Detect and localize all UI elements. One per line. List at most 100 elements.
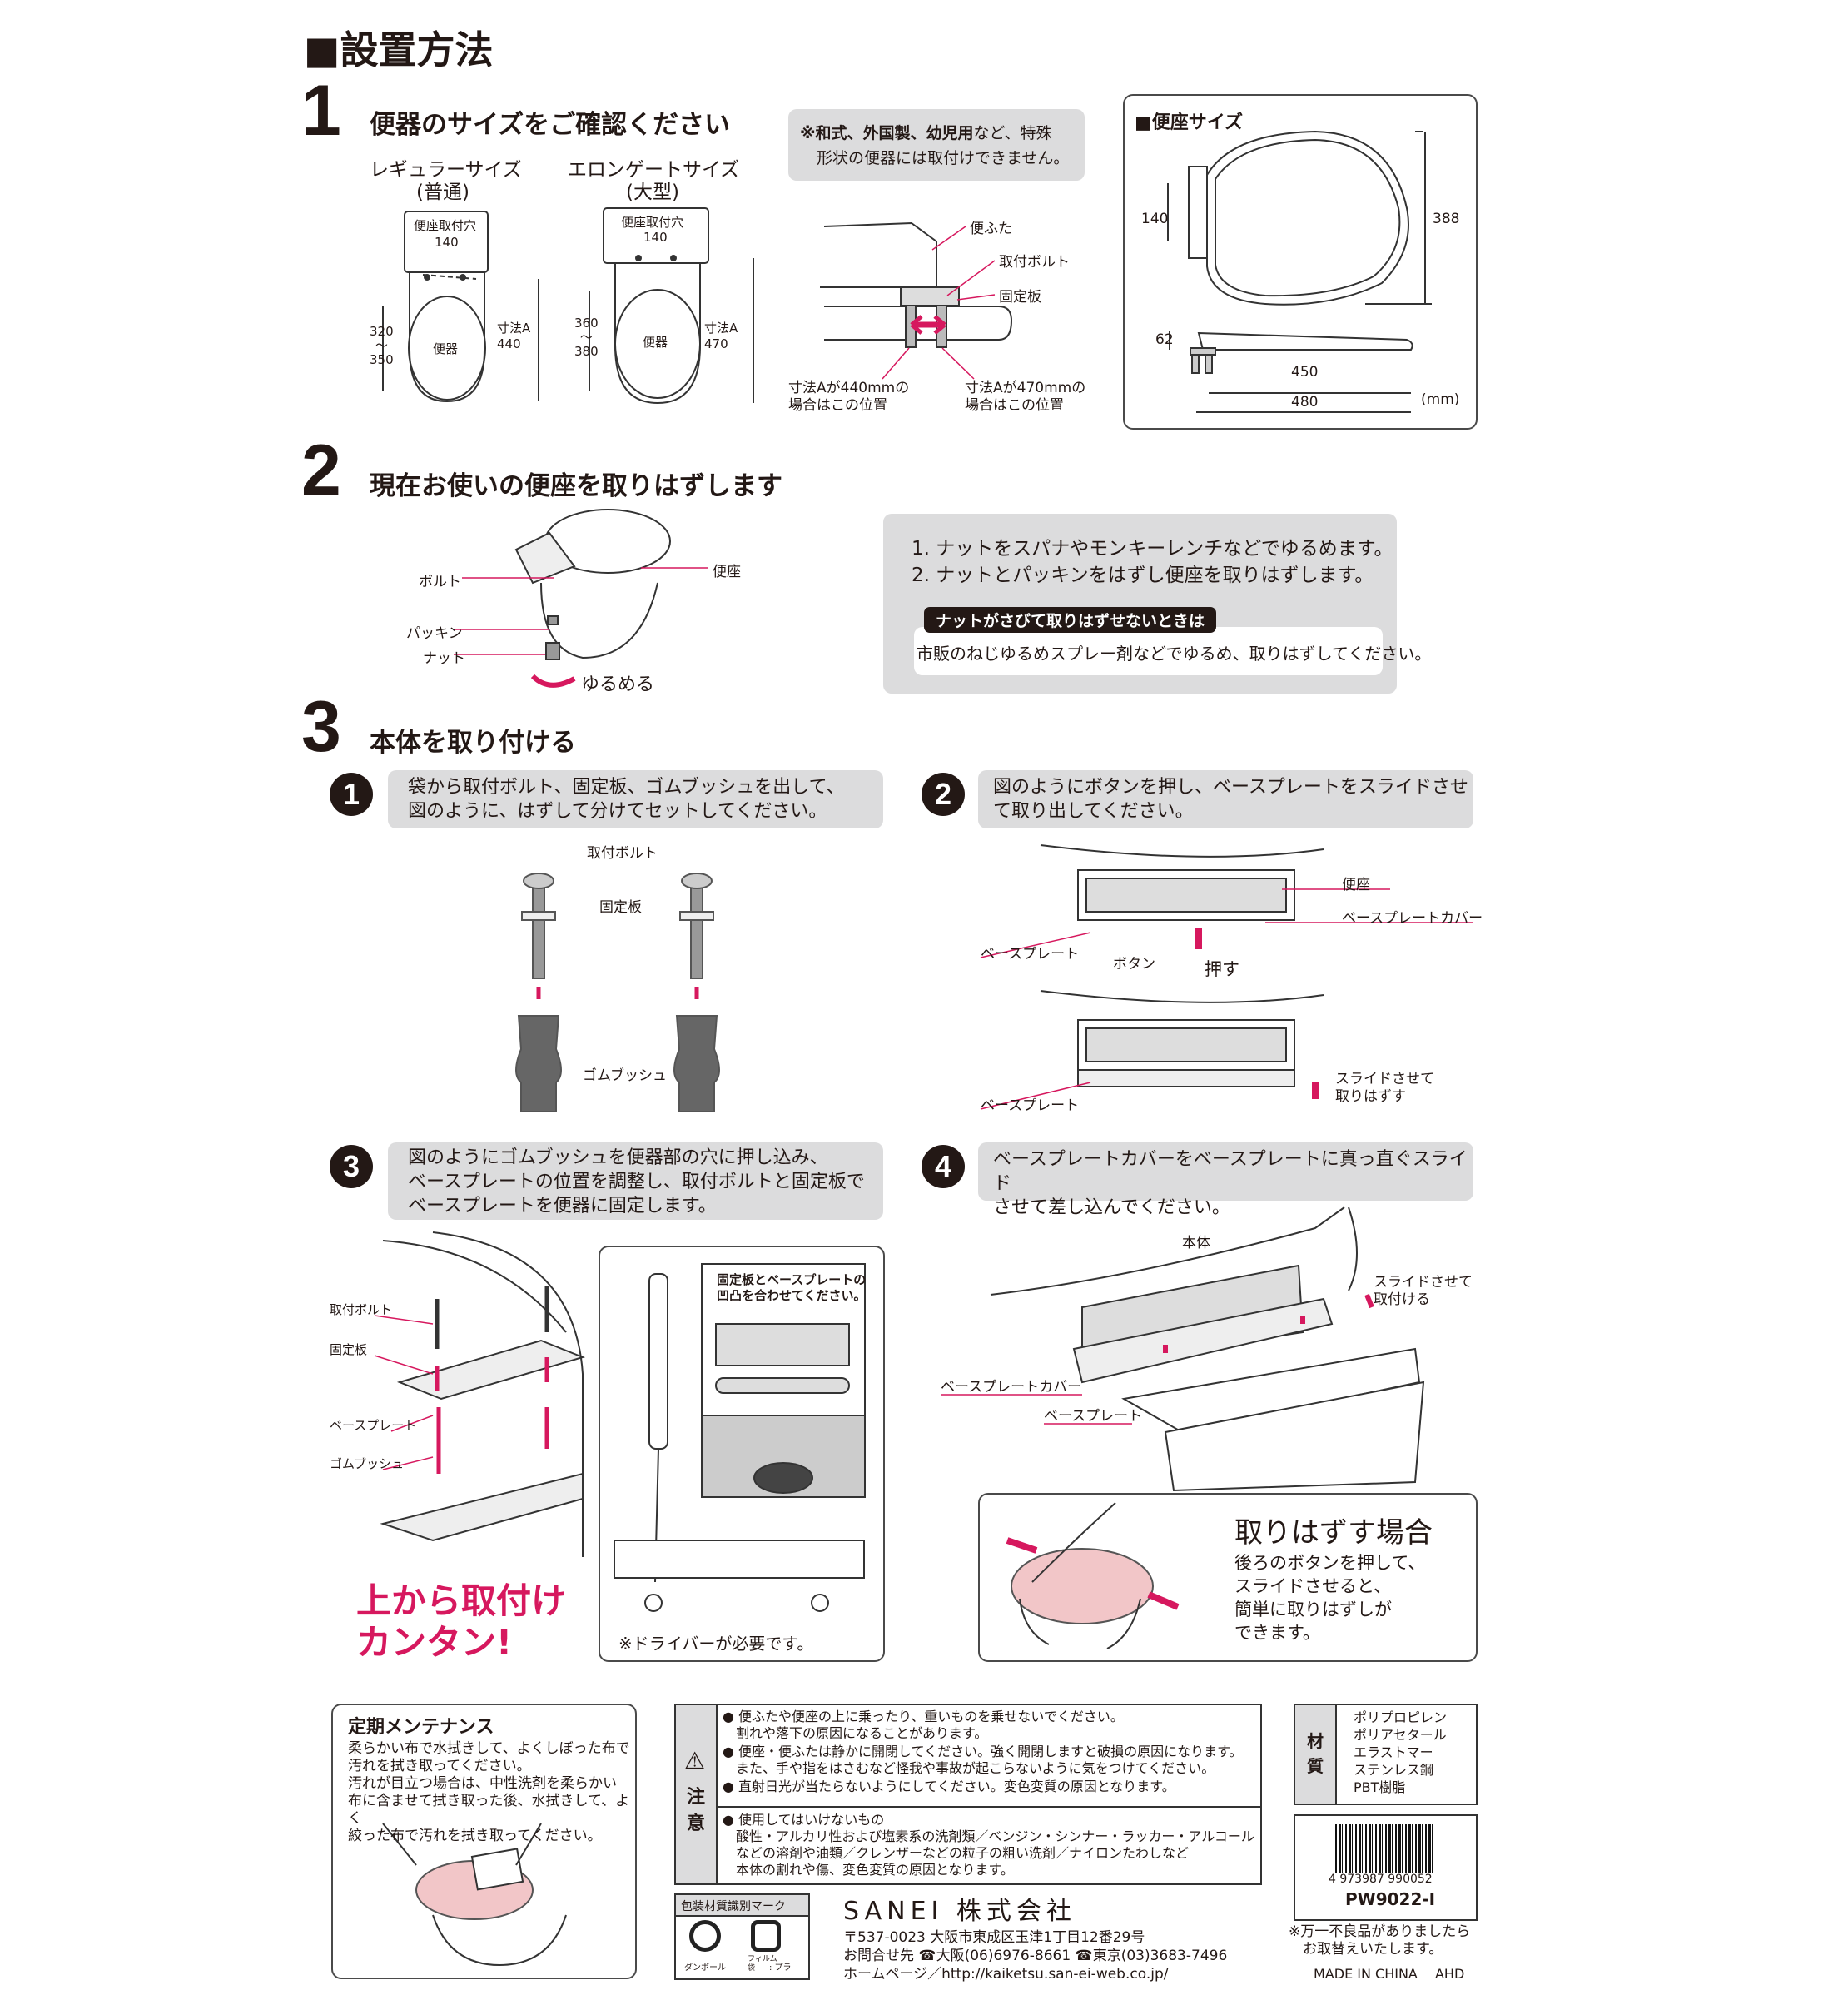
packing-label: パッキン bbox=[406, 625, 463, 642]
step-number: 2 bbox=[301, 430, 341, 510]
bolt-label: 取付ボルト bbox=[330, 1302, 393, 1317]
detach-title: 取りはずす場合 bbox=[1234, 1516, 1433, 1550]
bush-label: ゴムブッシュ bbox=[330, 1456, 405, 1471]
screwdriver-diagram bbox=[614, 1263, 866, 1612]
lid-label: 便ふた bbox=[970, 221, 1012, 237]
company-contact: お問合せ先 ☎大阪(06)6976-8661 ☎東京(03)3683-7496 bbox=[843, 1948, 1228, 1964]
seat-length: 388 bbox=[1433, 211, 1460, 227]
caution-sidebar: ⚠ 注 意 bbox=[676, 1705, 718, 1883]
plastic-label: : プラ bbox=[769, 1963, 792, 1973]
cover-attach-diagram bbox=[941, 1206, 1425, 1492]
seat-size-panel: ■便座サイズ 140 388 62 450 480 (mm) bbox=[1123, 94, 1478, 430]
bolt-label: ボルト bbox=[419, 574, 461, 590]
tip-panel bbox=[914, 627, 1383, 675]
base-plate-label: ベースプレート bbox=[981, 1097, 1080, 1114]
hole-pitch: 140 bbox=[435, 235, 459, 250]
screwdriver-panel: 固定板とベースプレートの 凹凸を合わせてください。 ※ドライバーが必要です。 bbox=[599, 1246, 885, 1662]
instruction-2: 2. ナットとパッキンをはずし便座を取りはずします。 bbox=[912, 565, 1374, 586]
elongated-size-label: エロンゲートサイズ bbox=[568, 159, 740, 181]
step-heading: 現在お使いの便座を取りはずします bbox=[370, 471, 782, 501]
maintenance-text: 柔らかい布で水拭きして、よくしぼった布で 汚れを拭き取ってください。 汚れが目立… bbox=[348, 1740, 630, 1844]
seat-size-title: ■便座サイズ bbox=[1135, 112, 1244, 133]
plastic-recycle-icon bbox=[751, 1920, 781, 1952]
packaging-title: 包装材質識別マーク bbox=[681, 1900, 786, 1913]
bush-label: ゴムブッシュ bbox=[583, 1067, 667, 1084]
note-line2: 形状の便器には取付けできません。 bbox=[817, 149, 1070, 167]
substep-number: 3 bbox=[330, 1145, 373, 1188]
substep-panel: 図のようにゴムブッシュを便器部の穴に押し込み、 ベースプレートの位置を調整し、取… bbox=[388, 1142, 883, 1220]
align-note: 固定板とベースプレートの 凹凸を合わせてください。 bbox=[717, 1272, 867, 1303]
button-label: ボタン bbox=[1113, 956, 1155, 973]
packaging-mark-panel: 包装材質識別マーク ダンボール フィルム 袋 : プラ bbox=[674, 1893, 810, 1980]
dimension-a: 寸法A 440 bbox=[497, 321, 531, 351]
materials-panel: 材 質 ポリプロピレン ポリアセタール エラストマー ステンレス鋼 PBT樹脂 bbox=[1294, 1704, 1478, 1805]
substep-text: 図のようにゴムブッシュを便器部の穴に押し込み、 ベースプレートの位置を調整し、取… bbox=[408, 1147, 865, 1216]
seat-label: 便座 bbox=[713, 564, 741, 580]
hole-pitch: 140 bbox=[643, 230, 668, 245]
maintenance-title: 定期メンテナンス bbox=[348, 1717, 494, 1738]
note-bold: ※和式、外国製、幼児用 bbox=[800, 124, 974, 142]
base-plate-fixing-diagram bbox=[374, 1231, 586, 1557]
detach-text: 後ろのボタンを押して、 スライドさせると、 簡単に取りはずしが できます。 bbox=[1234, 1553, 1426, 1643]
base-plate-label: ベースプレート bbox=[330, 1418, 417, 1433]
unit-label: (mm) bbox=[1421, 391, 1460, 408]
material-item: エラストマー bbox=[1354, 1744, 1433, 1760]
company-website: ホームページ／http://kaiketsu.san-ei-web.co.jp/ bbox=[843, 1966, 1169, 1983]
detach-seat-illustration bbox=[1006, 1502, 1180, 1649]
slide-remove-label: スライドさせて 取りはずす bbox=[1335, 1071, 1434, 1105]
substep-panel: ベースプレートカバーをベースプレートに真っ直ぐスライド させて差し込んでください… bbox=[978, 1142, 1473, 1218]
driver-required-note: ※ドライバーが必要です。 bbox=[618, 1634, 814, 1654]
slide-attach-label: スライドさせて 取付ける bbox=[1374, 1274, 1473, 1308]
substep-panel: 袋から取付ボルト、固定板、ゴムブッシュを出して、 図のように、はずして分けてセッ… bbox=[388, 770, 883, 828]
warning-icon: ⚠ bbox=[684, 1747, 706, 1774]
plate-label: 固定板 bbox=[330, 1342, 368, 1357]
step-heading: 便器のサイズをご確認ください bbox=[370, 110, 731, 140]
bolt-parts-diagram bbox=[515, 873, 720, 1112]
nut-label: ナット bbox=[423, 650, 465, 667]
position-440-note: 寸法Aが440mmの 場合はこの位置 bbox=[788, 380, 910, 414]
push-label: 押す bbox=[1205, 959, 1239, 979]
easy-install-slogan: 上から取付け カンタン! bbox=[356, 1580, 567, 1663]
maintenance-panel: 定期メンテナンス 柔らかい布で水拭きして、よくしぼった布で 汚れを拭き取ってくだ… bbox=[331, 1704, 637, 1979]
substep-text: 袋から取付ボルト、固定板、ゴムブッシュを出して、 図のように、はずして分けてセッ… bbox=[408, 777, 845, 822]
material-item: ステンレス鋼 bbox=[1354, 1762, 1434, 1778]
cover-label: ベースプレートカバー bbox=[1342, 910, 1483, 927]
cover-label: ベースプレートカバー bbox=[941, 1379, 1082, 1396]
cleaning-illustration bbox=[382, 1823, 567, 1967]
bowl-label: 便器 bbox=[643, 335, 668, 350]
caution-item: ● 便ふたや便座の上に乗ったり、重いものを乗せないでください。 割れや落下の原因… bbox=[723, 1709, 1124, 1741]
substep-text: 図のようにボタンを押し、ベースプレートをスライドさせ て取り出してください。 bbox=[993, 777, 1468, 822]
elongated-toilet-diagram bbox=[589, 207, 754, 405]
regular-size-sub: (普通) bbox=[416, 182, 469, 203]
cardboard-label: ダンボール bbox=[684, 1963, 726, 1973]
base-plate-label: ベースプレート bbox=[981, 946, 1080, 963]
plate-label: 固定板 bbox=[599, 899, 642, 916]
bowl-range: 320 〜 350 bbox=[370, 324, 394, 367]
elongated-size-sub: (大型) bbox=[626, 182, 679, 203]
substep-panel: 図のようにボタンを押し、ベースプレートをスライドさせ て取り出してください。 bbox=[978, 770, 1473, 828]
instruction-1: 1. ナットをスパナやモンキーレンチなどでゆるめます。 bbox=[912, 538, 1393, 560]
detach-panel: 取りはずす場合 後ろのボタンを押して、 スライドさせると、 簡単に取りはずしが … bbox=[978, 1493, 1478, 1662]
bowl-range: 360 〜 380 bbox=[574, 316, 599, 359]
tip-text: 市販のねじゆるめスプレー剤などでゆるめ、取りはずしてください。 bbox=[917, 644, 1432, 664]
origin-label: MADE IN CHINA AHD bbox=[1314, 1966, 1465, 1982]
base-plate-label: ベースプレート bbox=[1044, 1408, 1143, 1425]
substep-number: 4 bbox=[922, 1145, 965, 1188]
body-label: 本体 bbox=[1182, 1235, 1210, 1251]
seat-label: 便座 bbox=[1342, 877, 1370, 893]
caution-item: ● 直射日光が当たらないようにしてください。変色変質の原因となります。 bbox=[723, 1779, 1175, 1794]
caution-label: 注 意 bbox=[687, 1787, 706, 1834]
dimension-a: 寸法A 470 bbox=[704, 321, 738, 351]
mount-hole-label: 便座取付穴 bbox=[414, 218, 477, 233]
step-number: 1 bbox=[301, 71, 341, 151]
substep-text: ベースプレートカバーをベースプレートに真っ直ぐスライド させて差し込んでください… bbox=[993, 1149, 1468, 1218]
barcode bbox=[1335, 1824, 1435, 1873]
bowl-label: 便器 bbox=[433, 341, 459, 356]
loosen-label: ゆるめる bbox=[581, 674, 655, 695]
bolt-label: 取付ボルト bbox=[587, 845, 658, 862]
substep-number: 1 bbox=[330, 773, 373, 816]
note-rest: など、特殊 bbox=[973, 124, 1052, 142]
seat-size-diagram bbox=[1167, 130, 1432, 413]
material-item: ポリアセタール bbox=[1354, 1727, 1447, 1743]
